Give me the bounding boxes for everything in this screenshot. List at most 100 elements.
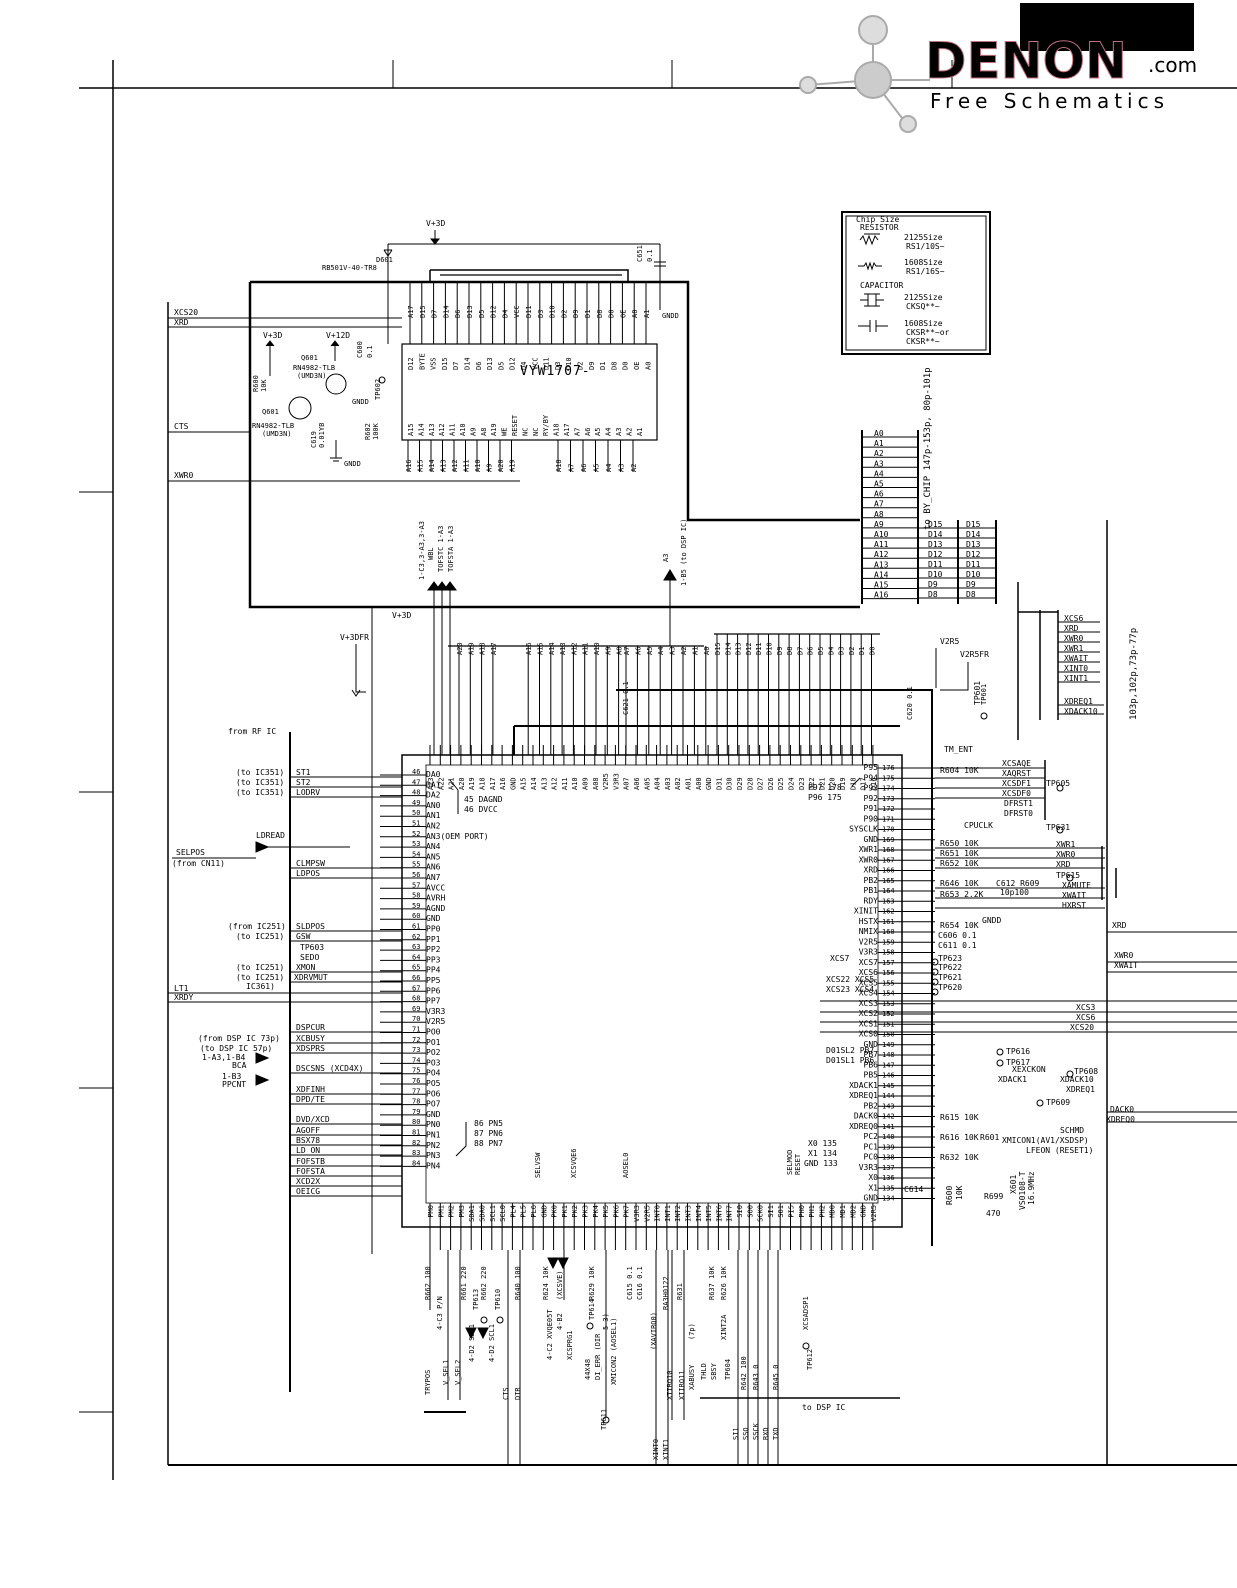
ic-left-num: 79 bbox=[412, 1108, 420, 1116]
flash-inner-top: D0 bbox=[622, 362, 630, 370]
flash-inner-top: VSS bbox=[430, 357, 438, 370]
sig-lodrv: LODRV bbox=[296, 788, 320, 797]
ic-left-pin: PN4 bbox=[426, 1161, 441, 1170]
sig-sck0: SSCK bbox=[752, 1422, 760, 1440]
ic-left-pin: PN3 bbox=[426, 1151, 441, 1160]
flash-inner-bot: A14 bbox=[417, 423, 425, 436]
sig-tp620: TP620 bbox=[938, 983, 962, 992]
note-x1: X1 134 bbox=[808, 1149, 837, 1158]
sig-bca: BCA bbox=[232, 1061, 247, 1070]
flash-top-pin: OE bbox=[619, 310, 627, 318]
sig-raqm1: RA3H0122 bbox=[662, 1276, 670, 1310]
mid-data: D14 bbox=[724, 642, 732, 655]
ic-left-num: 66 bbox=[412, 974, 420, 982]
ic-right-num: 138 bbox=[882, 1154, 895, 1162]
ic-right-pin: PC1 bbox=[864, 1142, 879, 1151]
flash-inner-bot: A12 bbox=[438, 423, 446, 436]
ic-left-pin: PO0 bbox=[426, 1028, 441, 1037]
flash-bot-pin: A19 bbox=[509, 459, 517, 472]
ic-left-pin: AGND bbox=[426, 904, 445, 913]
sig-r615: R615 10K bbox=[940, 1113, 979, 1122]
sig-xcbusy: XCBUSY bbox=[296, 1034, 325, 1043]
ic-left-num: 80 bbox=[412, 1118, 420, 1126]
ic-bot-pin: PK4 bbox=[592, 1205, 600, 1218]
ic-right-num: 154 bbox=[882, 990, 895, 998]
flash-inner-bot: A15 bbox=[407, 423, 415, 436]
sig-xexckon: XEXCKON bbox=[1012, 1065, 1046, 1074]
ic-right-pin: NMIX bbox=[859, 927, 878, 936]
note-pn5: 86 PN5 bbox=[474, 1119, 503, 1128]
test-point-icon bbox=[802, 1342, 810, 1350]
ic-top-pin: A17 bbox=[489, 777, 497, 790]
flash-inner-bot: A5 bbox=[594, 428, 602, 436]
sig-r652: R652 10K bbox=[940, 859, 979, 868]
ic-right-num: 159 bbox=[882, 938, 895, 946]
mid-addr: A10 bbox=[593, 642, 601, 655]
flash-inner-top: D4 bbox=[520, 362, 528, 370]
legend-title: Chip Size bbox=[856, 215, 900, 224]
data-line-2: D9 bbox=[966, 580, 976, 589]
ic-right-num: 152 bbox=[882, 1010, 895, 1018]
ic-top-pin: A08 bbox=[592, 777, 600, 790]
ic-left-pin: PO6 bbox=[426, 1089, 441, 1098]
legend-r1: 2125Size bbox=[904, 233, 943, 242]
flash-inner-top: OE bbox=[633, 362, 641, 370]
data-line-1: D13 bbox=[928, 540, 943, 549]
flash-inner-top: D10 bbox=[565, 357, 573, 370]
sig-far_xwr0: XWR0 bbox=[1114, 951, 1133, 960]
data-line-2: D12 bbox=[966, 550, 981, 559]
data-line-1: D15 bbox=[928, 520, 943, 529]
ic-right-num: 139 bbox=[882, 1143, 895, 1151]
data-line-1: D11 bbox=[928, 560, 943, 569]
sig-schmd: SCHMD bbox=[1060, 1126, 1084, 1135]
ic-bot-pin: PK1 bbox=[561, 1205, 569, 1218]
ic-left-pin: PO3 bbox=[426, 1058, 441, 1067]
ic-bot-pin: PL5 bbox=[520, 1205, 528, 1218]
sig-oeicg: OEICG bbox=[296, 1187, 320, 1196]
data-line-2: D11 bbox=[966, 560, 981, 569]
ic-right-num: 146 bbox=[882, 1072, 895, 1080]
ic-top-pin: A09 bbox=[582, 777, 590, 790]
mid-addr: A13 bbox=[559, 642, 567, 655]
flash-top-pin: D15 bbox=[419, 305, 427, 318]
flash-inner-top: D12 bbox=[407, 357, 415, 370]
addr-line: A2 bbox=[874, 449, 884, 458]
ic-top-pin: A03 bbox=[664, 777, 672, 790]
sig-x601: X601 bbox=[1009, 1175, 1018, 1194]
sig-fofsta: FOFSTA bbox=[296, 1167, 325, 1176]
q601b-pkg: (UMD3N) bbox=[262, 430, 292, 438]
c619-label: C619 bbox=[310, 431, 318, 448]
mid-addr-b: A3 bbox=[669, 647, 677, 655]
test-point-icon bbox=[931, 958, 939, 966]
sig-dfrst0: DFRST0 bbox=[1004, 809, 1033, 818]
ic-left-pin: PO7 bbox=[426, 1100, 441, 1109]
sig-fofstb: FOFSTB bbox=[296, 1157, 325, 1166]
left-top-signals: XCS20 XRD CTS XWR0 bbox=[167, 302, 520, 1465]
ic-right-num: 164 bbox=[882, 887, 895, 895]
addr-line: A5 bbox=[874, 480, 884, 489]
flash-top-pin: D8 bbox=[596, 310, 604, 318]
sig-tp611: TP611 bbox=[600, 1409, 608, 1430]
mid-addr-b: A4 bbox=[657, 647, 665, 655]
tofsta: TOFSTA 1-A3 bbox=[447, 526, 455, 572]
bus-xint0: XINT0 bbox=[1064, 664, 1088, 673]
ic-bot-pin: PM3 bbox=[458, 1205, 466, 1218]
flash-inner-bot: NC bbox=[521, 428, 529, 436]
ic-right-num: 142 bbox=[882, 1113, 895, 1121]
ic-top-pin: D16 bbox=[870, 777, 878, 790]
ic-right-pin: GND bbox=[864, 1194, 879, 1203]
data-line-1: D8 bbox=[928, 590, 938, 599]
ic-left-num: 73 bbox=[412, 1046, 420, 1054]
ic-right-pin: PB6 bbox=[864, 1060, 879, 1069]
flash-inner-bot: A3 bbox=[615, 428, 623, 436]
sig-r626: R626 10K bbox=[720, 1265, 728, 1300]
note-pn6: 87 PN6 bbox=[474, 1129, 503, 1138]
ic-right-pin: XRD bbox=[864, 866, 879, 875]
ic-left-pin: AN3(OEM PORT) bbox=[426, 832, 489, 841]
flash-top-pin: A1 bbox=[643, 310, 651, 318]
ic-top-pin: A00 bbox=[695, 777, 703, 790]
sig-tp610: TP610 bbox=[494, 1289, 502, 1310]
